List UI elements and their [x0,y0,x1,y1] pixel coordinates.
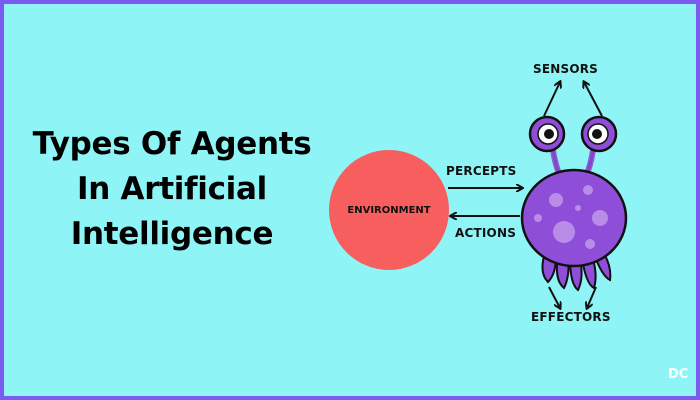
actions-label: ACTIONS [455,226,517,240]
title-line-3: Intelligence [70,216,274,252]
environment-label: ENVIRONMENT [347,204,431,216]
environment-circle: ENVIRONMENT [329,150,449,270]
alien-agent-icon [520,115,628,292]
effector-arrow-right-icon [587,286,597,308]
sensor-arrow-right-icon [584,82,603,117]
agent-diagram [448,4,628,400]
title-line-1: Types Of Agents [32,126,312,162]
logo-icon: DC [668,368,694,394]
page-title: Types Of Agents In Artificial Intelligen… [22,122,322,257]
effector-arrow-left-icon [548,286,560,308]
sensor-arrow-left-icon [543,82,560,117]
percepts-label: PERCEPTS [446,164,517,178]
title-line-2: In Artificial [77,171,267,207]
logo-text: DC [668,367,689,382]
sensors-label: SENSORS [533,62,599,76]
effectors-label: EFFECTORS [531,310,611,324]
